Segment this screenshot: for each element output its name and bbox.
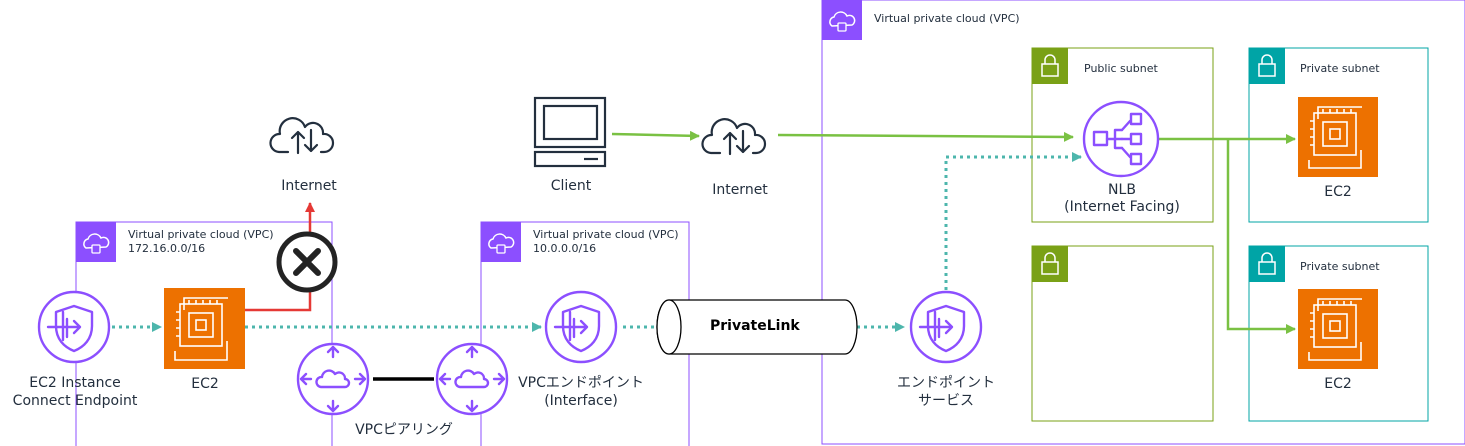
private-subnet-group-bottom [1248, 245, 1429, 422]
private-subnet-title-top: Private subnet [1300, 62, 1380, 75]
internet-to-nlb-arrow [777, 131, 1074, 142]
desktop-client-icon [533, 96, 607, 168]
client-label: Client [550, 178, 592, 194]
padlock-icon [1249, 48, 1285, 84]
padlock-icon [1032, 246, 1068, 282]
load-balancer-icon [1082, 100, 1160, 178]
vpc-mid-cidr: 10.0.0.0/16 [533, 242, 597, 255]
vpc-router-icon [435, 342, 509, 416]
nlb-label-line2: (Internet Facing) [1064, 199, 1180, 215]
vpc-endpoint-label-line1: VPCエンドポイント [518, 375, 644, 391]
eic-endpoint-label-line2: Connect Endpoint [12, 393, 138, 409]
blocked-x-icon [276, 231, 338, 293]
endpoint-shield-icon [37, 290, 111, 364]
ec2-right-bottom-label: EC2 [1324, 376, 1352, 392]
vpc-peering-label: VPCピアリング [355, 422, 453, 438]
internet-mid-label: Internet [712, 182, 768, 198]
cloud-updown-icon [701, 118, 767, 156]
vpc-mid-title: Virtual private cloud (VPC) [533, 228, 679, 241]
vpc-router-icon [296, 342, 370, 416]
vpc-cloud-lock-icon [76, 222, 116, 262]
vpc-cloud-lock-icon [822, 0, 862, 40]
vpc-endpoint-label-line2: (Interface) [544, 393, 618, 409]
privatelink-label: PrivateLink [710, 318, 800, 334]
padlock-icon [1032, 48, 1068, 84]
cloud-updown-icon [269, 117, 335, 155]
private-subnet-title-bottom: Private subnet [1300, 260, 1380, 273]
client-to-internet-arrow [611, 130, 700, 141]
nlb-to-ec2-bottom-arrow [1226, 139, 1296, 334]
vpc-left-title: Virtual private cloud (VPC) [128, 228, 274, 241]
vpc-group-left [75, 221, 333, 446]
endpoint-shield-icon [909, 290, 983, 364]
nlb-label-line1: NLB [1108, 182, 1136, 198]
public-subnet-title: Public subnet [1084, 62, 1158, 75]
subnet-group-unlabeled [1031, 245, 1214, 422]
ec2-chip-icon [1298, 97, 1378, 177]
endpoint-service-label-line1: エンドポイント [897, 375, 995, 391]
ec2-chip-icon [1298, 289, 1378, 369]
vpc-left-cidr: 172.16.0.0/16 [128, 242, 206, 255]
privatelink-cylinder [656, 299, 858, 355]
ec2-chip-icon [164, 288, 245, 369]
vpc-cloud-lock-icon [481, 222, 521, 262]
endpoint-service-label-line2: サービス [918, 393, 974, 409]
public-subnet-group [1031, 47, 1214, 223]
endpoint-shield-icon [544, 290, 618, 364]
vpc-right-title: Virtual private cloud (VPC) [874, 12, 1020, 25]
eic-endpoint-label-line1: EC2 Instance [29, 375, 121, 391]
ec2-left-label: EC2 [191, 376, 219, 392]
ec2-right-top-label: EC2 [1324, 184, 1352, 200]
vpc-group-right [821, 0, 1465, 445]
private-subnet-group-top [1248, 47, 1429, 223]
endpoint-service-to-nlb-dotted-arrow [944, 152, 1082, 290]
internet-left-label: Internet [281, 178, 337, 194]
padlock-icon [1249, 246, 1285, 282]
